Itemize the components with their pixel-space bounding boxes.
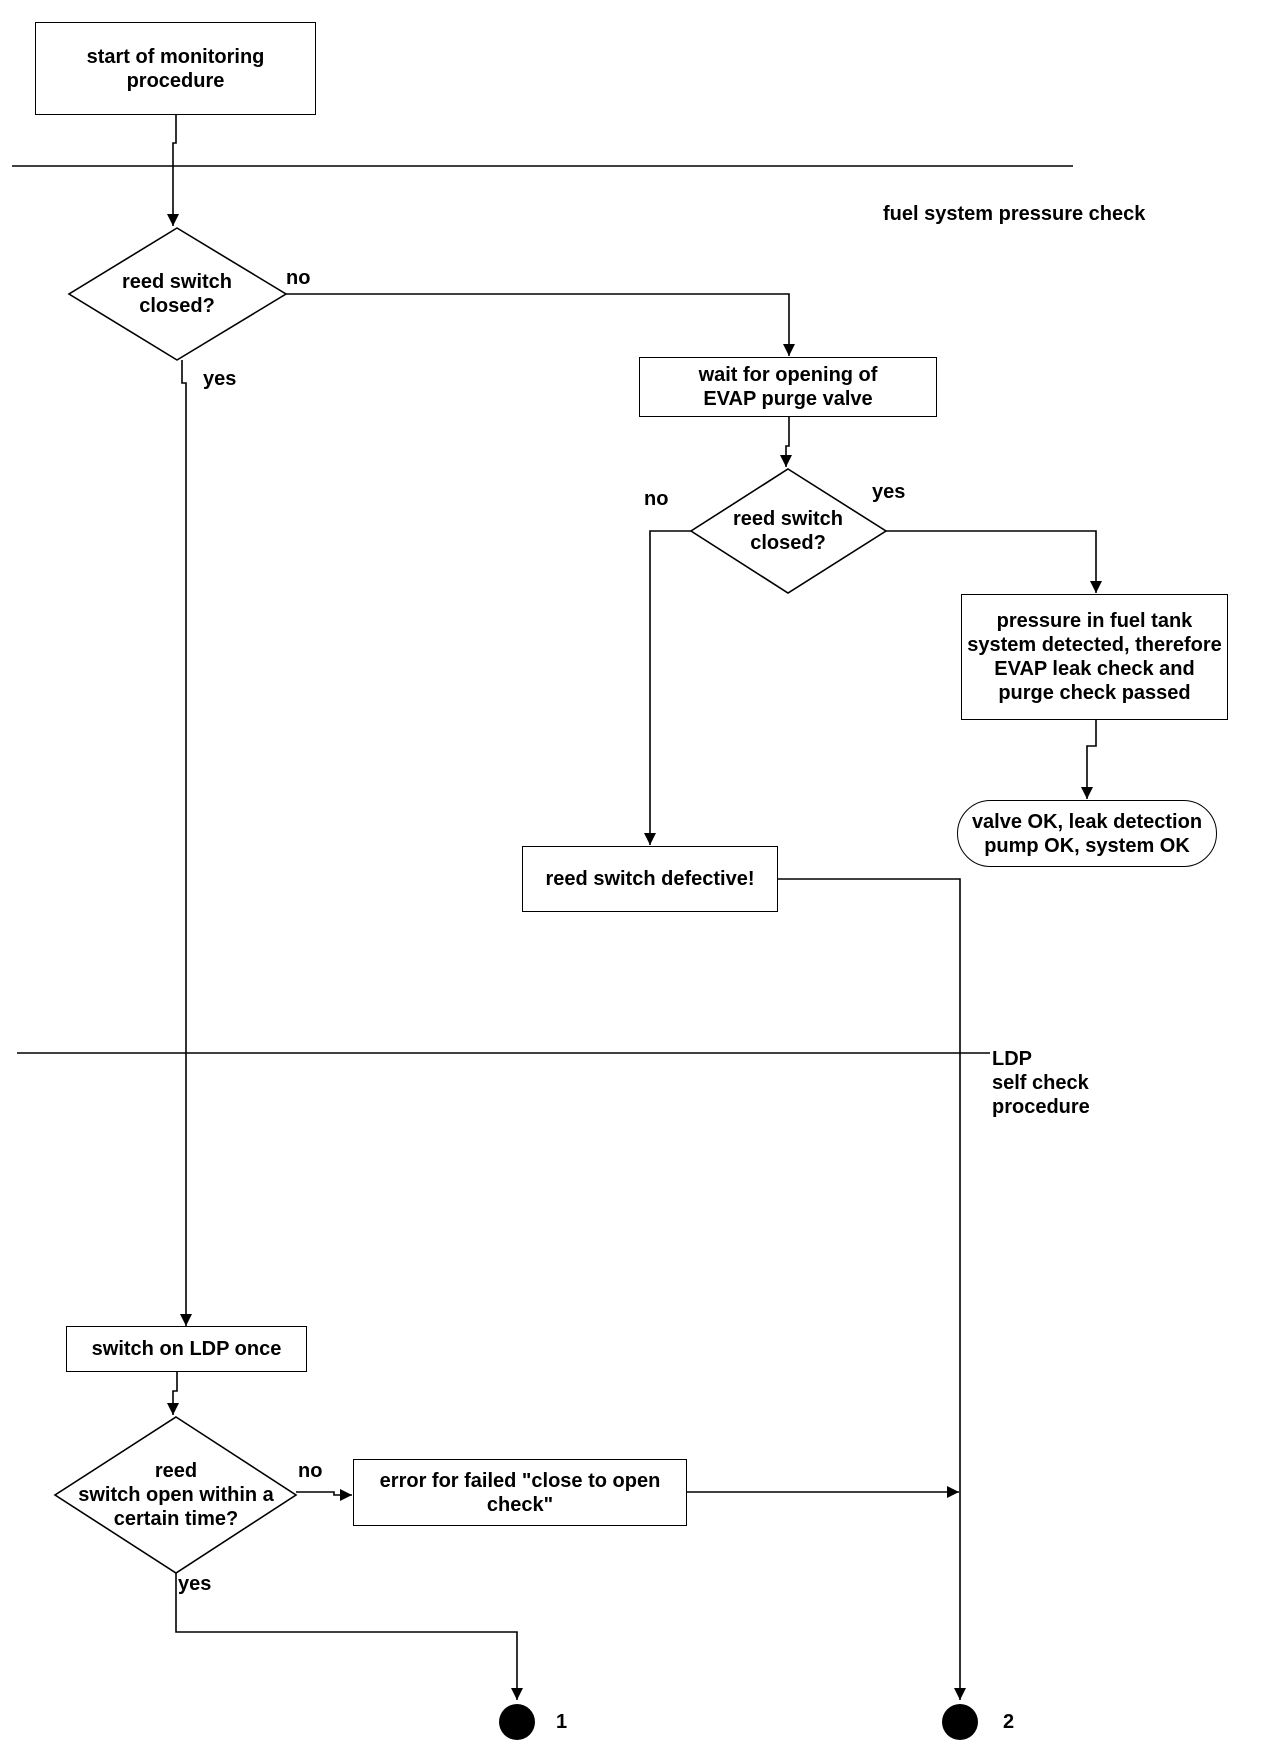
pressure-detected-node: pressure in fuel tank system detected, t… (961, 594, 1228, 720)
connector-1-dot (499, 1704, 535, 1740)
decision-1-shape (67, 227, 288, 361)
section-ldp-label: LDP self check procedure (992, 1048, 1090, 1118)
edge-start-to-d1 (167, 115, 179, 226)
edge-pressure-to-ok (1081, 720, 1097, 799)
connector-2-dot (942, 1704, 978, 1740)
d2-no-label: no (644, 488, 669, 510)
decision-2-shape (689, 468, 888, 594)
edge-ldp-to-d3 (167, 1372, 179, 1415)
edge-d1-yes (180, 360, 192, 1326)
edge-d2-no (644, 530, 691, 845)
edge-defective-to-2 (778, 878, 966, 1700)
edge-wait-to-d2 (780, 417, 792, 467)
d1-yes-label: yes (203, 368, 237, 390)
wait-purge-node: wait for opening of EVAP purge valve (639, 357, 937, 417)
connector-2-label: 2 (1003, 1711, 1015, 1733)
decision-3-label: reed switch open within a certain time? (78, 1460, 274, 1530)
d3-no-label: no (298, 1460, 323, 1482)
decision-2-label: reed switch closed? (732, 508, 844, 554)
d1-no-label: no (286, 267, 311, 289)
start-node: start of monitoring procedure (35, 22, 316, 115)
d3-yes-label: yes (178, 1573, 212, 1595)
edge-d2-yes (886, 530, 1102, 593)
edge-d3-no (296, 1489, 352, 1501)
d2-yes-label: yes (872, 481, 906, 503)
edge-d3-yes (175, 1573, 523, 1700)
decision-1-label: reed switch closed? (121, 271, 233, 317)
error-close-open-node: error for failed "close to open check" (353, 1459, 687, 1526)
edge-d1-no (286, 293, 795, 356)
connector-1-label: 1 (556, 1711, 568, 1733)
switch-on-ldp-node: switch on LDP once (66, 1326, 307, 1372)
section-fuel-pressure-label: fuel system pressure check (883, 203, 1146, 225)
system-ok-node: valve OK, leak detection pump OK, system… (957, 800, 1217, 867)
reed-defective-node: reed switch defective! (522, 846, 778, 912)
